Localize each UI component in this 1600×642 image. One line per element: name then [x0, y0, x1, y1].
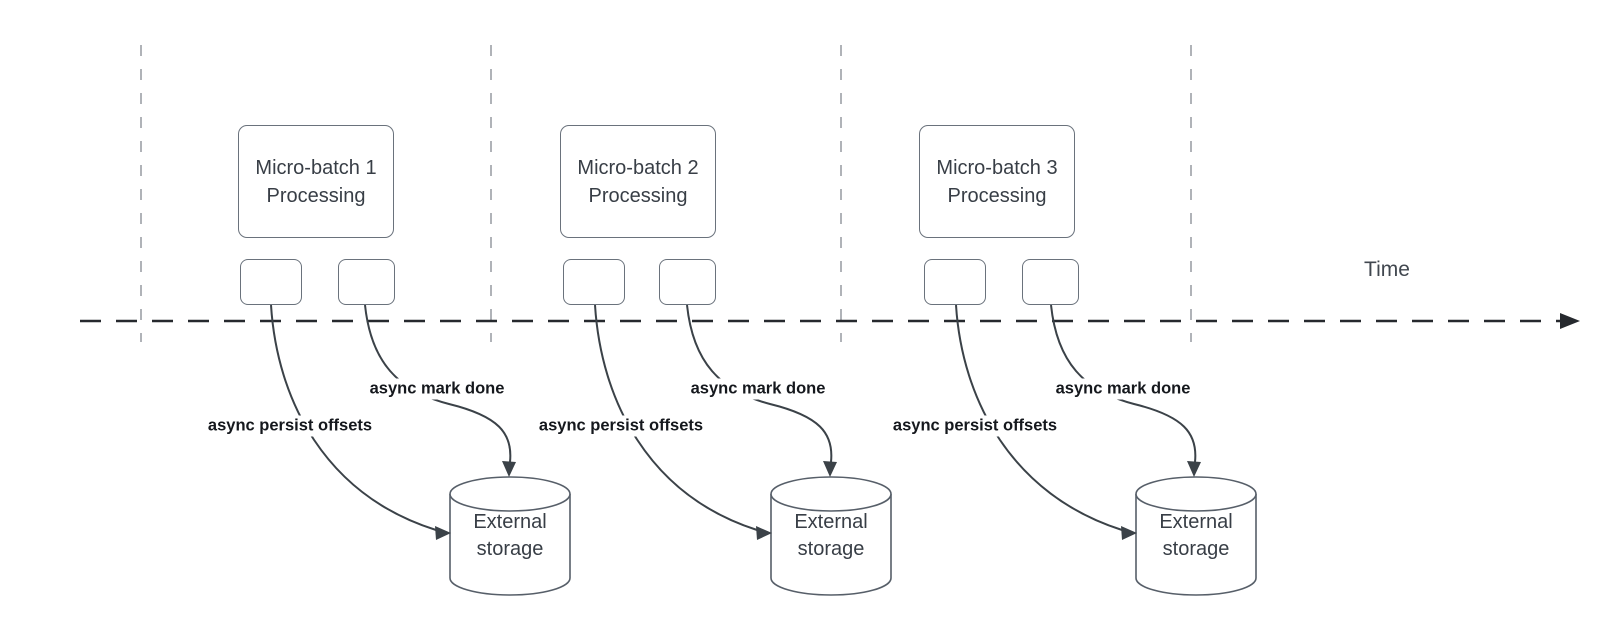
mark-done-arrow-2 [686, 304, 833, 463]
cylinder-body [449, 494, 571, 596]
offset-task-box-2 [563, 259, 625, 305]
timeline-arrowhead-icon [1560, 313, 1580, 329]
done-arrowhead-icon-2 [823, 461, 837, 477]
time-axis-label: Time [1364, 258, 1410, 281]
micro-batch-title: Micro-batch 1 [255, 156, 377, 179]
persist-offsets-arrow-2 [594, 304, 758, 531]
persist-offsets-label-2: async persist offsets [534, 415, 708, 437]
persist-arrowhead-icon-3 [1121, 526, 1137, 540]
cylinder-body [1135, 494, 1257, 596]
storage-cylinder-1 [449, 476, 571, 596]
external-storage-label-3: External storage [1159, 511, 1233, 560]
mark-done-arrow-1 [364, 304, 512, 463]
external-storage-label-2: External storage [794, 511, 868, 560]
offset-task-box-3 [924, 259, 986, 305]
persist-offsets-label-1: async persist offsets [203, 415, 377, 437]
persist-offsets-arrow-1 [270, 304, 437, 531]
micro-batch-title: Micro-batch 3 [936, 156, 1058, 179]
micro-batch-subtitle: Processing [266, 184, 366, 207]
mark-done-label-3: async mark done [1051, 378, 1195, 400]
mark-done-label-1: async mark done [365, 378, 509, 400]
storage-cylinder-3 [1135, 476, 1257, 596]
external-storage-label-1: External storage [473, 511, 547, 560]
done-task-box-2 [659, 259, 716, 305]
done-arrowhead-icon-3 [1187, 461, 1201, 477]
micro-batch-box-1: Micro-batch 1 Processing [238, 125, 394, 238]
micro-batch-box-3: Micro-batch 3 Processing [919, 125, 1075, 238]
micro-batch-title: Micro-batch 2 [577, 156, 699, 179]
done-arrowhead-icon-1 [502, 461, 516, 477]
offset-task-box-1 [240, 259, 302, 305]
micro-batch-subtitle: Processing [588, 184, 688, 207]
done-task-box-1 [338, 259, 395, 305]
cylinder-top [1135, 476, 1257, 512]
micro-batch-subtitle: Processing [947, 184, 1047, 207]
persist-offsets-label-3: async persist offsets [888, 415, 1062, 437]
storage-cylinder-2 [770, 476, 892, 596]
micro-batch-box-2: Micro-batch 2 Processing [560, 125, 716, 238]
persist-arrowhead-icon-1 [435, 526, 451, 540]
cylinder-top [770, 476, 892, 512]
done-task-box-3 [1022, 259, 1079, 305]
cylinder-top [449, 476, 571, 512]
mark-done-arrow-3 [1050, 304, 1197, 463]
persist-arrowhead-icon-2 [756, 526, 772, 540]
mark-done-label-2: async mark done [686, 378, 830, 400]
cylinder-body [770, 494, 892, 596]
persist-offsets-arrow-3 [955, 304, 1123, 531]
